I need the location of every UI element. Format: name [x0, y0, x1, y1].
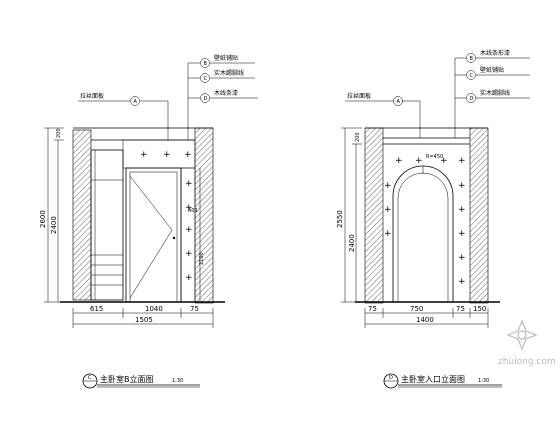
height-dim-total-r: 2550: [336, 210, 344, 228]
svg-text:+: +: [440, 156, 448, 166]
wardrobe: [90, 149, 124, 301]
svg-text:+: +: [384, 229, 392, 239]
watermark: zhulong.com: [498, 319, 556, 367]
right-scale: 1:30: [478, 378, 489, 384]
bottom-dim-r3: 75: [456, 305, 465, 313]
svg-text:+: +: [184, 150, 192, 160]
svg-text:+: +: [458, 229, 466, 239]
callout-label-d: 木线条漆: [214, 89, 238, 97]
callout-label-c: 实木踢脚线: [214, 69, 244, 77]
wallpaper-pattern-left: + + + + + + + +: [140, 150, 193, 283]
height-dim-mid: 2400: [50, 216, 58, 234]
left-title-block: C 主卧室B立面图 1:30: [82, 373, 200, 389]
svg-text:+: +: [458, 277, 466, 287]
callout-a-r: A 拉丝面板: [345, 92, 403, 106]
height-dim-top-r: 200: [355, 132, 361, 142]
bottom-dim-total: 1505: [135, 316, 153, 324]
svg-text:+: +: [415, 156, 423, 166]
right-elevation: R=450 + + + + + + + + + + + + 2550 2400 …: [336, 49, 530, 389]
svg-text:+: +: [185, 225, 193, 235]
callout-c: C 实木踢脚线: [200, 69, 255, 83]
bottom-dim-3: 75: [190, 305, 199, 313]
svg-text:B: B: [204, 61, 208, 67]
svg-text:+: +: [163, 150, 171, 160]
callout-label-a: 拉丝面板: [80, 92, 104, 100]
left-elevation: + + + + + + + + A01 2600 2400 200 2100 6…: [39, 54, 258, 389]
svg-text:+: +: [458, 253, 466, 263]
svg-text:C: C: [204, 76, 208, 82]
svg-text:+: +: [185, 273, 193, 283]
callout-d: D 木线条漆: [200, 89, 258, 103]
callout-label-c-r: 壁纸铺贴: [480, 66, 504, 74]
bottom-dim-r1: 75: [368, 305, 377, 313]
bottom-dim-r4: 150: [473, 305, 486, 313]
height-dim-total: 2600: [39, 210, 47, 228]
svg-text:+: +: [458, 181, 466, 191]
svg-text:A: A: [134, 99, 138, 105]
svg-text:+: +: [185, 203, 193, 213]
svg-text:D: D: [204, 96, 208, 102]
callout-label-b-r: 木线条形漆: [480, 49, 510, 57]
bottom-dim-1: 615: [90, 305, 103, 313]
callout-label-b: 壁纸铺贴: [214, 54, 238, 62]
right-wall-hatch-r: [469, 127, 489, 304]
right-title-block: D 主卧室入口立面图 1:30: [383, 373, 502, 389]
wallpaper-pattern-right: + + + + + + + + + + + +: [384, 156, 466, 287]
svg-text:B: B: [470, 56, 474, 62]
door-note: A01: [188, 208, 198, 214]
height-dim-top: 200: [56, 128, 62, 138]
svg-text:C: C: [470, 73, 474, 79]
watermark-text: zhulong.com: [498, 357, 556, 367]
right-badge: D: [389, 375, 393, 381]
bottom-dim-r2: 750: [410, 305, 423, 313]
left-wall-hatch: [72, 129, 92, 301]
door-frame: [125, 167, 182, 303]
callout-label-a-r: 拉丝面板: [347, 92, 371, 100]
bottom-dim-2: 1040: [145, 305, 163, 313]
left-scale: 1:30: [172, 378, 183, 384]
svg-text:+: +: [185, 179, 193, 189]
right-wall-hatch: [194, 127, 214, 304]
callout-d-r: D 实木踢脚线: [466, 89, 530, 103]
bottom-dim-total-r: 1400: [416, 316, 434, 324]
svg-text:+: +: [395, 156, 403, 166]
height-dim-door: 2100: [199, 252, 205, 265]
svg-text:+: +: [185, 249, 193, 259]
callout-label-d-r: 实木踢脚线: [480, 89, 510, 97]
callout-c-r: C 壁纸铺贴: [466, 66, 530, 80]
svg-text:+: +: [140, 150, 148, 160]
right-title: 主卧室入口立面图: [401, 374, 465, 384]
left-title: 主卧室B立面图: [100, 374, 154, 384]
svg-text:+: +: [458, 156, 466, 166]
callout-a: A 拉丝面板: [78, 92, 140, 106]
left-wall-hatch-r: [364, 127, 384, 304]
svg-text:+: +: [384, 205, 392, 215]
arch-doorway: [392, 165, 454, 302]
callout-b-r: B 木线条形漆: [466, 49, 530, 63]
arch-note: R=450: [426, 154, 443, 160]
callout-b: B 壁纸铺贴: [200, 54, 255, 68]
height-dim-mid-r: 2400: [348, 234, 356, 252]
svg-text:+: +: [384, 181, 392, 191]
svg-text:+: +: [458, 205, 466, 215]
left-badge: C: [88, 375, 92, 381]
svg-text:A: A: [397, 99, 401, 105]
svg-text:D: D: [470, 96, 474, 102]
